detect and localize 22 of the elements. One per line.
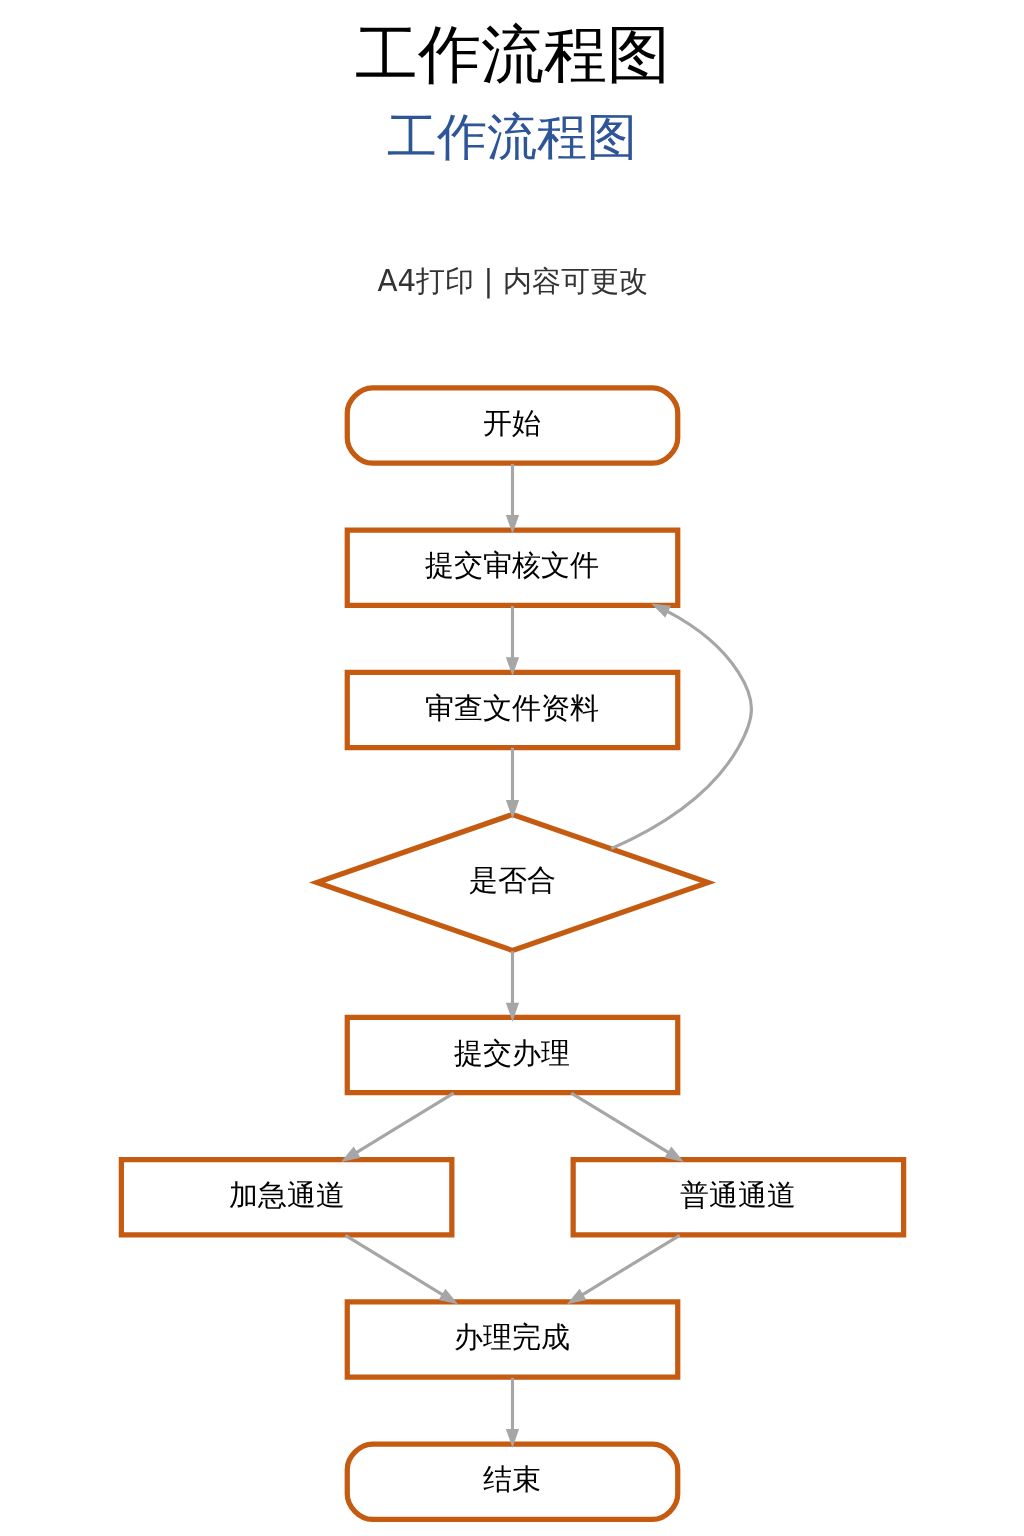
node-box: 提交审核文件 <box>344 526 680 608</box>
node-box: 加急通道 <box>118 1156 454 1238</box>
arrow <box>569 1091 684 1162</box>
arrow <box>566 1233 680 1304</box>
node-diamond: 是否合 <box>308 811 716 953</box>
label: 工作流程图 <box>387 106 637 166</box>
arrow <box>505 605 519 676</box>
node-box: 提交办理 <box>344 1014 680 1095</box>
arrow <box>344 1233 458 1304</box>
node-box: 开始 <box>344 384 680 466</box>
arrow <box>505 747 519 819</box>
node-box: 办理完成 <box>344 1298 680 1380</box>
diagram-title: 工作流程图 <box>354 17 670 91</box>
label: A4打印 | 内容可更改 <box>376 263 648 298</box>
arrow <box>505 950 519 1022</box>
node-box: 结束 <box>344 1440 680 1522</box>
arrow <box>505 1377 519 1448</box>
node-box: 审查文件资料 <box>344 669 680 750</box>
arrow <box>610 602 753 850</box>
arrow <box>505 463 519 534</box>
arrow <box>340 1091 455 1162</box>
node-box: 普通通道 <box>570 1156 906 1238</box>
